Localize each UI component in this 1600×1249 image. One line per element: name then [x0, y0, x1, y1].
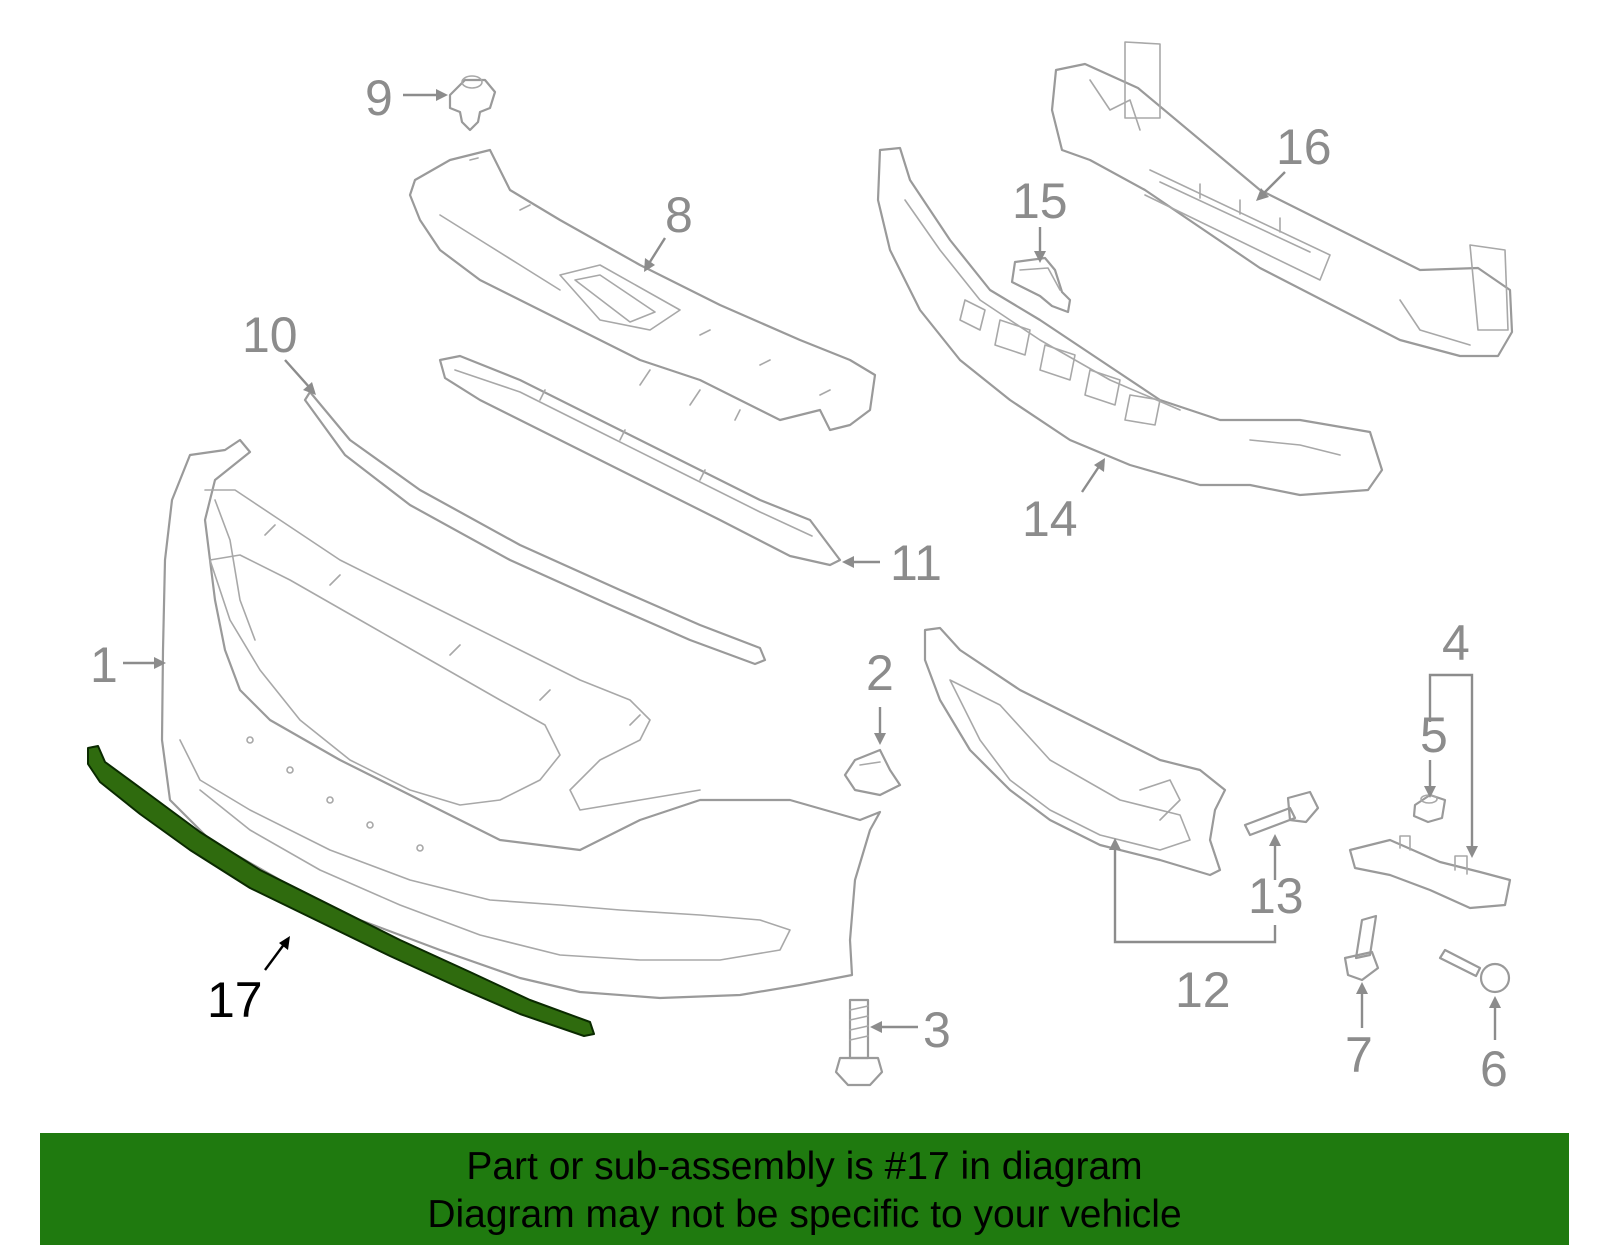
- label-13: 13: [1248, 868, 1304, 924]
- label-8: 8: [665, 187, 693, 243]
- part-1-bumper-cover[interactable]: [160, 438, 882, 1000]
- label-16: 16: [1276, 119, 1332, 175]
- part-8-upper-support[interactable]: [408, 148, 877, 432]
- part-13-bolt[interactable]: [1243, 790, 1320, 837]
- label-4: 4: [1442, 615, 1470, 671]
- label-1: 1: [90, 637, 118, 693]
- label-14: 14: [1022, 491, 1078, 547]
- label-12: 12: [1175, 962, 1231, 1018]
- part-16-reinforcement-beam[interactable]: [1050, 41, 1514, 358]
- part-5-nut[interactable]: [1412, 793, 1447, 824]
- part-12-lamp-bracket[interactable]: [923, 626, 1227, 877]
- part-2-pin-clip[interactable]: [843, 748, 902, 797]
- banner-line-2: Diagram may not be specific to your vehi…: [427, 1193, 1182, 1236]
- label-10: 10: [242, 307, 298, 363]
- label-9: 9: [365, 70, 393, 126]
- part-15-bracket[interactable]: [1010, 256, 1072, 314]
- part-17-lower-strip-highlighted[interactable]: [87, 745, 595, 1037]
- part-14-energy-absorber[interactable]: [876, 146, 1384, 497]
- label-17: 17: [207, 972, 263, 1028]
- info-banner: Part or sub-assembly is #17 in diagram D…: [40, 1133, 1569, 1245]
- label-2: 2: [866, 645, 894, 701]
- label-3: 3: [923, 1002, 951, 1058]
- label-15: 15: [1012, 173, 1068, 229]
- label-7: 7: [1345, 1027, 1373, 1083]
- part-7-bolt[interactable]: [1343, 914, 1380, 982]
- part-9-push-clip[interactable]: [448, 75, 497, 132]
- part-10-molding-strip[interactable]: [303, 390, 767, 666]
- part-3-bolt[interactable]: [834, 998, 884, 1087]
- label-11: 11: [890, 535, 942, 591]
- label-6: 6: [1480, 1041, 1508, 1097]
- part-11-grille-strip[interactable]: [438, 354, 842, 567]
- label-5: 5: [1420, 707, 1448, 763]
- banner-line-1: Part or sub-assembly is #17 in diagram: [466, 1145, 1143, 1188]
- part-4-side-bracket[interactable]: [1348, 835, 1512, 910]
- part-6-bolt[interactable]: [1438, 948, 1511, 994]
- parts-diagram: 9 8 10 11 1 2 3 15 16 14 12 13 4 5 6 7 1…: [87, 41, 1514, 1097]
- leader-arrows: [123, 89, 1501, 1040]
